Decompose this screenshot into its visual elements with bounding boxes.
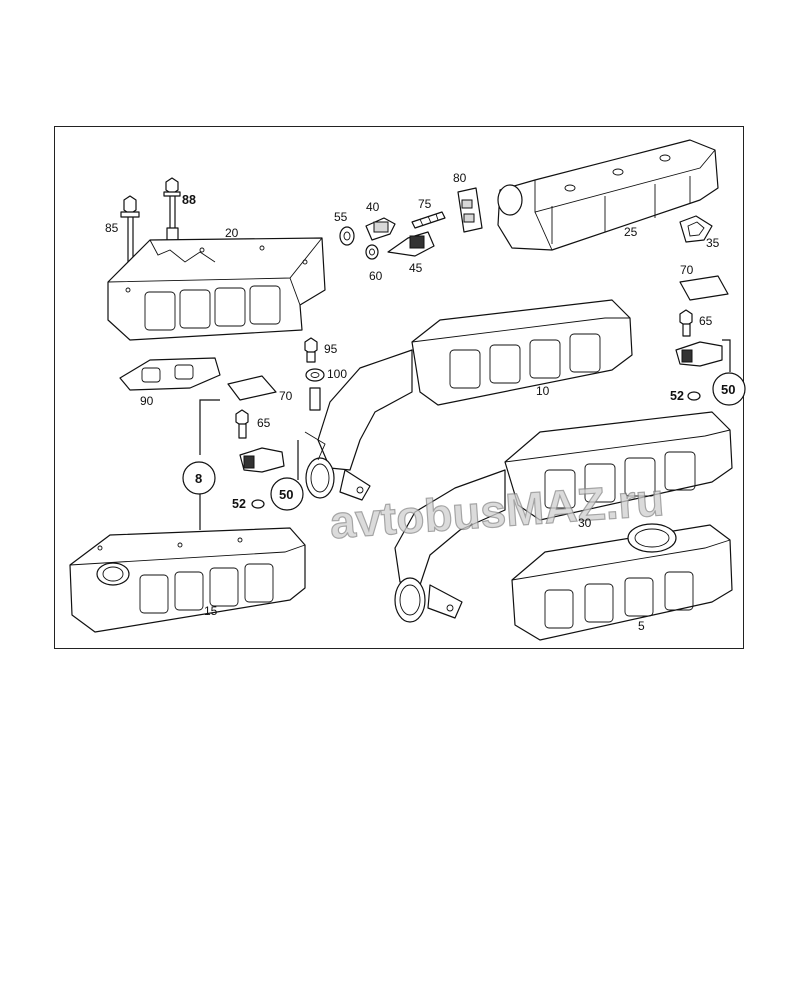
leader-bracket-50-right-icon bbox=[722, 339, 731, 372]
sensor-40-icon bbox=[365, 217, 396, 241]
manifold-10-icon bbox=[304, 299, 633, 501]
callout-circle-50-left bbox=[270, 477, 304, 511]
label-10: 10 bbox=[536, 384, 550, 398]
label-85: 85 bbox=[105, 221, 119, 235]
label-35: 35 bbox=[706, 236, 720, 250]
label-90: 90 bbox=[140, 394, 154, 408]
label-60: 60 bbox=[369, 269, 383, 283]
label-45: 45 bbox=[409, 261, 423, 275]
callout-circle-8 bbox=[182, 461, 216, 495]
bolt-65-left-icon bbox=[235, 409, 249, 439]
sensor-8-left-icon bbox=[239, 447, 285, 473]
stud-75-icon bbox=[411, 211, 446, 229]
label-88: 88 bbox=[182, 193, 196, 207]
manifold-30-icon bbox=[394, 411, 733, 623]
label-20: 20 bbox=[225, 226, 239, 240]
leader-bracket-8-icon bbox=[199, 399, 220, 530]
watermark: avtobusMAZ.ru bbox=[328, 473, 666, 548]
manifold-5-icon bbox=[511, 523, 733, 641]
label-8: 8 bbox=[195, 471, 202, 486]
washer-52-right-icon bbox=[687, 391, 701, 401]
manifold-15-icon bbox=[69, 527, 306, 633]
label-65-left: 65 bbox=[257, 416, 271, 430]
label-52-left: 52 bbox=[232, 497, 246, 511]
label-55: 55 bbox=[334, 210, 348, 224]
label-70-left: 70 bbox=[279, 389, 293, 403]
cover-70-left-icon bbox=[227, 375, 277, 401]
bolt-65-right-icon bbox=[679, 309, 693, 337]
intake-housing-25-icon bbox=[497, 139, 719, 251]
manifold-20-icon bbox=[107, 237, 326, 341]
label-30: 30 bbox=[578, 516, 592, 530]
seal-ring-55-icon bbox=[339, 226, 355, 246]
label-25: 25 bbox=[624, 225, 638, 239]
label-15: 15 bbox=[204, 604, 218, 618]
label-50-right: 50 bbox=[721, 382, 735, 397]
cover-70-right-icon bbox=[679, 275, 729, 301]
label-75: 75 bbox=[418, 197, 432, 211]
bracket-80-icon bbox=[457, 187, 483, 233]
label-40: 40 bbox=[366, 200, 380, 214]
seal-ring-60-icon bbox=[365, 244, 379, 260]
label-100: 100 bbox=[327, 367, 347, 381]
sensor-45-icon bbox=[387, 231, 435, 257]
bolt-88-icon bbox=[163, 177, 181, 250]
label-80: 80 bbox=[453, 171, 467, 185]
screw-95-icon bbox=[304, 337, 318, 363]
gasket-35-icon bbox=[679, 215, 713, 243]
washer-52-left-icon bbox=[251, 499, 265, 509]
callout-circle-50-right bbox=[712, 372, 746, 406]
label-52-right: 52 bbox=[670, 389, 684, 403]
gasket-90-icon bbox=[119, 357, 221, 391]
label-65-right: 65 bbox=[699, 314, 713, 328]
sensor-50-right-icon bbox=[675, 341, 723, 367]
washer-100-icon bbox=[305, 368, 325, 411]
label-95: 95 bbox=[324, 342, 338, 356]
label-5: 5 bbox=[638, 619, 645, 633]
label-70-right: 70 bbox=[680, 263, 694, 277]
label-50-left: 50 bbox=[279, 487, 293, 502]
